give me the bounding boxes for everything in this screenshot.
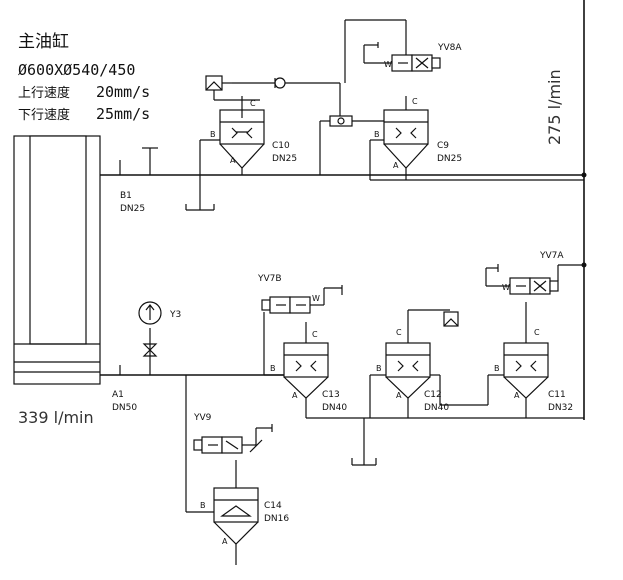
gauge-label: Y3: [169, 310, 181, 320]
down-speed-value: 25mm/s: [96, 105, 150, 123]
yv7b-label: YV7B: [257, 274, 282, 284]
b1-port-label: B1: [120, 191, 132, 201]
yv8a-port-w: W: [384, 60, 392, 69]
solenoid-valve-yv7a: [485, 262, 587, 295]
c11-port-b: B: [494, 364, 500, 373]
c13-port-b: B: [270, 364, 276, 373]
solenoid-valve-yv8a: [363, 42, 441, 72]
c11-name: C11: [548, 390, 566, 400]
tank-symbol-1: [185, 175, 215, 211]
c14-name: C14: [264, 501, 282, 511]
cartridge-valve-c13: [263, 312, 584, 419]
yv9-label: YV9: [193, 413, 212, 423]
c11-port-a: A: [514, 391, 520, 400]
c10-size: DN25: [272, 154, 297, 164]
b1-line: [100, 147, 587, 178]
yv8a-label: YV8A: [437, 43, 462, 53]
c14-size: DN16: [264, 514, 289, 524]
return-flow-label: 275 l/min: [545, 69, 564, 145]
c14-port-a: A: [222, 537, 228, 546]
shuttle-valve: [319, 19, 407, 175]
cartridge-valve-c12: [369, 309, 459, 418]
c10-port-a: A: [230, 156, 236, 165]
c9-name: C9: [437, 141, 449, 151]
main-cylinder: [13, 135, 101, 385]
cartridge-valve-c11: [430, 302, 549, 418]
c9-size: DN25: [437, 154, 462, 164]
a1-port-label: A1: [112, 390, 124, 400]
cartridge-valve-c9: [369, 96, 584, 181]
up-speed-label: 上行速度: [18, 85, 70, 101]
c13-name: C13: [322, 390, 340, 400]
c11-port-c: C: [534, 328, 540, 337]
b1-size-label: DN25: [120, 204, 145, 214]
up-speed-value: 20mm/s: [96, 83, 150, 101]
c12-name: C12: [424, 390, 442, 400]
yv7a-port-w: W: [502, 283, 510, 292]
c12-port-a: A: [396, 391, 402, 400]
pump-flow-label: 339 l/min: [18, 408, 94, 427]
cylinder-spec: Ø600XØ540/450: [18, 61, 135, 79]
yv7a-label: YV7A: [539, 251, 564, 261]
c12-size: DN40: [424, 403, 449, 413]
c14-port-b: B: [200, 501, 206, 510]
c13-port-c: C: [312, 330, 318, 339]
cartridge-valve-c10: [199, 75, 340, 175]
pressure-gauge-y3: [138, 301, 162, 357]
a1-size-label: DN50: [112, 403, 137, 413]
c13-port-a: A: [292, 391, 298, 400]
yv7b-port-w: W: [312, 294, 320, 303]
c10-port-b: B: [210, 130, 216, 139]
c12-port-b: B: [376, 364, 382, 373]
c9-port-b: B: [374, 130, 380, 139]
c13-size: DN40: [322, 403, 347, 413]
tank-symbol-2: [351, 418, 377, 466]
cylinder-title: 主油缸: [18, 31, 69, 52]
c12-port-c: C: [396, 328, 402, 337]
down-speed-label: 下行速度: [18, 107, 70, 123]
c10-port-c: C: [250, 99, 256, 108]
cartridge-valve-c14: [185, 375, 259, 565]
c9-port-a: A: [393, 161, 399, 170]
solenoid-valve-yv9: [193, 424, 273, 454]
c11-size: DN32: [548, 403, 573, 413]
c9-port-c: C: [412, 97, 418, 106]
solenoid-valve-yv7b: [261, 285, 343, 314]
c10-name: C10: [272, 141, 290, 151]
